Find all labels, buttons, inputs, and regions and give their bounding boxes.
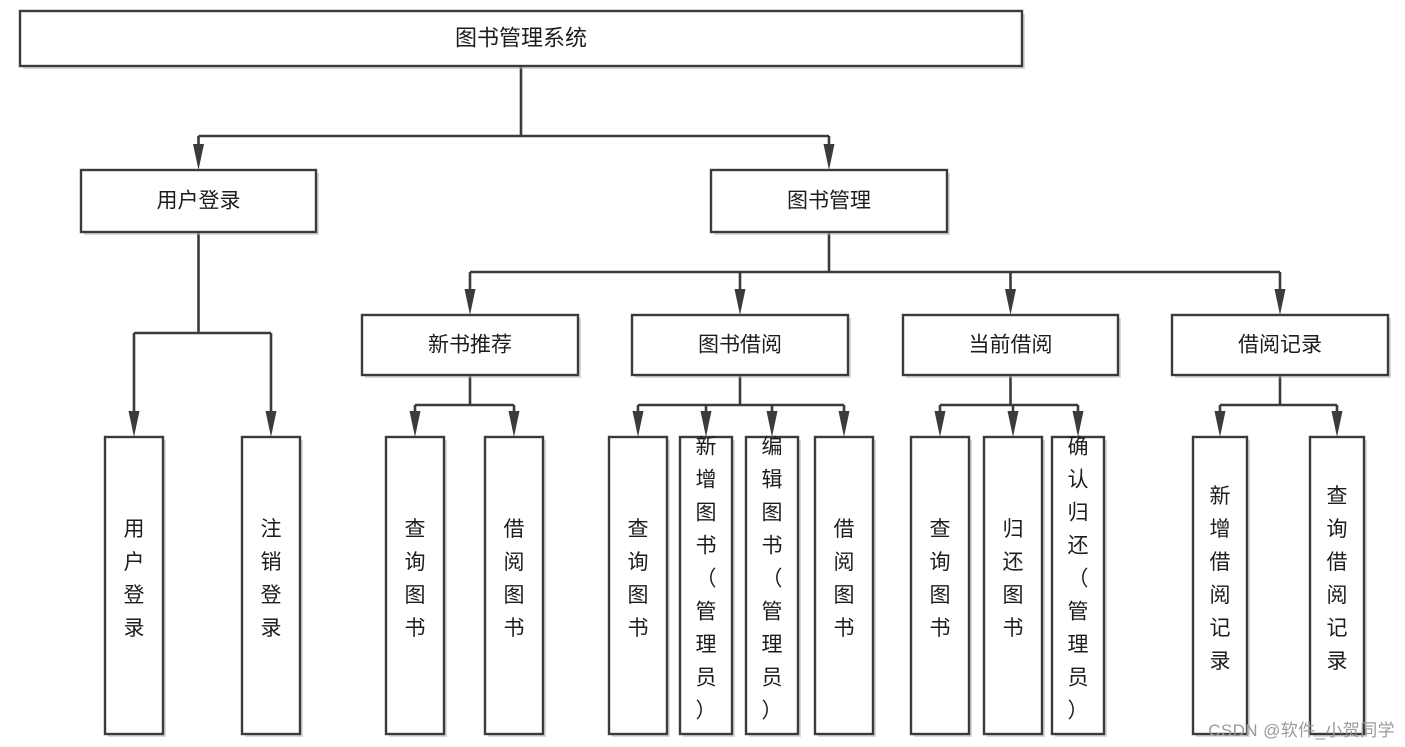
arrow-head-icon — [823, 144, 835, 170]
arrow-head-icon — [508, 411, 520, 437]
node-borrow-book-action[interactable]: 借阅图书 — [813, 435, 876, 737]
arrow-head-icon — [128, 411, 140, 437]
node-label-book-management: 图书管理 — [787, 190, 871, 213]
node-label-new-book-recommend: 新书推荐 — [428, 334, 512, 357]
node-current-borrow[interactable]: 当前借阅 — [901, 313, 1121, 378]
node-label-user-login: 用户登录 — [157, 190, 241, 213]
arrow-head-icon — [1214, 411, 1226, 437]
arrow-head-icon — [265, 411, 277, 437]
node-root[interactable]: 图书管理系统 — [18, 9, 1025, 69]
node-label-add-borrow-record: 新增借阅记录 — [1210, 485, 1231, 673]
arrow-head-icon — [1007, 411, 1019, 437]
node-borrow-record[interactable]: 借阅记录 — [1170, 313, 1391, 378]
node-label-borrow-record: 借阅记录 — [1238, 334, 1322, 357]
node-label-query-book-current: 查询图书 — [930, 518, 951, 640]
node-label-current-borrow: 当前借阅 — [969, 334, 1053, 357]
node-user-logout-action[interactable]: 注销登录 — [240, 435, 303, 737]
node-user-login-action[interactable]: 用户登录 — [103, 435, 166, 737]
arrow-head-icon — [1274, 289, 1286, 315]
node-query-book-borrow[interactable]: 查询图书 — [607, 435, 670, 737]
node-add-book-admin[interactable]: 新增图书（管理员） — [678, 436, 735, 738]
node-label-query-borrow-record: 查询借阅记录 — [1327, 485, 1348, 673]
arrow-head-icon — [464, 289, 476, 315]
node-new-book-recommend[interactable]: 新书推荐 — [360, 313, 581, 378]
arrow-head-icon — [1331, 411, 1343, 437]
arrow-head-icon — [766, 411, 778, 437]
arrow-head-icon — [1072, 411, 1084, 437]
node-label-user-logout-action: 注销登录 — [261, 518, 282, 640]
node-borrow-book-recommend[interactable]: 借阅图书 — [483, 435, 546, 737]
node-label-borrow-book-action: 借阅图书 — [834, 518, 855, 640]
node-label-return-book: 归还图书 — [1003, 518, 1024, 640]
node-query-book-current[interactable]: 查询图书 — [909, 435, 972, 737]
node-query-borrow-record[interactable]: 查询借阅记录 — [1308, 435, 1367, 737]
arrow-head-icon — [934, 411, 946, 437]
node-label-root: 图书管理系统 — [455, 25, 587, 50]
arrow-head-icon — [1005, 289, 1016, 315]
node-label-add-book-admin: 新增图书（管理员） — [696, 436, 717, 723]
node-book-management[interactable]: 图书管理 — [709, 168, 950, 235]
arrow-head-icon — [193, 144, 204, 170]
node-return-book[interactable]: 归还图书 — [982, 435, 1045, 737]
node-label-book-borrow: 图书借阅 — [698, 334, 782, 357]
node-label-borrow-book-recommend: 借阅图书 — [504, 518, 525, 640]
node-label-confirm-return-admin: 确认归还（管理员） — [1068, 436, 1089, 723]
arrow-head-icon — [838, 411, 850, 437]
node-book-borrow[interactable]: 图书借阅 — [630, 313, 851, 378]
node-edit-book-admin[interactable]: 编辑图书（管理员） — [744, 436, 801, 738]
node-label-query-book-borrow: 查询图书 — [628, 518, 649, 640]
arrow-head-icon — [734, 289, 746, 315]
node-add-borrow-record[interactable]: 新增借阅记录 — [1191, 435, 1250, 737]
arrow-head-icon — [632, 411, 644, 437]
node-confirm-return-admin[interactable]: 确认归还（管理员） — [1050, 436, 1107, 738]
arrow-head-icon — [700, 411, 712, 437]
node-label-edit-book-admin: 编辑图书（管理员） — [762, 436, 783, 723]
node-label-user-login-action: 用户登录 — [124, 518, 145, 640]
node-user-login[interactable]: 用户登录 — [79, 168, 319, 235]
watermark: CSDN @软件_小贺同学 — [1208, 721, 1395, 740]
node-query-book-recommend[interactable]: 查询图书 — [384, 435, 447, 737]
arrow-head-icon — [409, 411, 421, 437]
node-label-query-book-recommend: 查询图书 — [405, 518, 426, 640]
